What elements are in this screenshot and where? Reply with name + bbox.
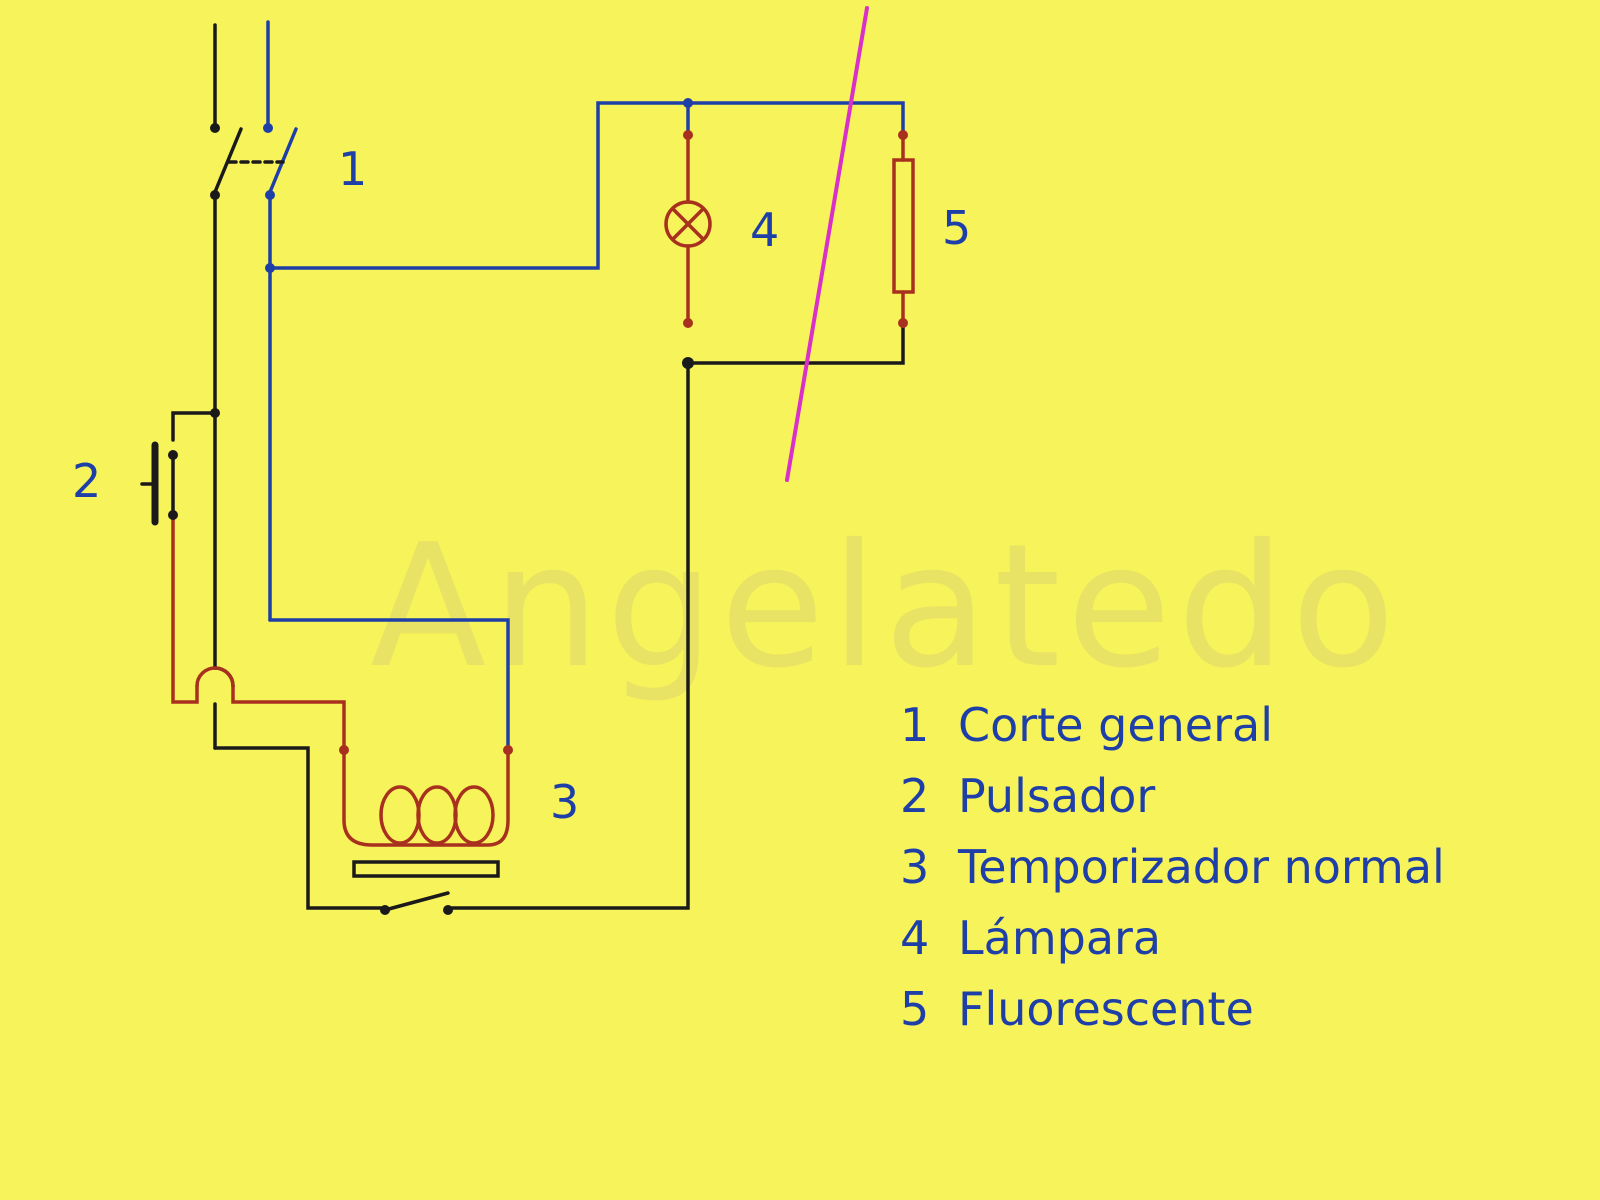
legend-number: 2	[900, 769, 930, 823]
legend-number: 1	[900, 698, 930, 752]
fluorescent-symbol	[892, 158, 915, 294]
label-timer: 3	[550, 775, 579, 829]
legend-item: 2 Pulsador	[900, 761, 1445, 832]
legend-text: Lámpara	[958, 911, 1162, 965]
timer-contact-blade	[383, 891, 450, 912]
pushbutton-symbol	[140, 441, 175, 526]
legend-number: 4	[900, 911, 930, 965]
legend-item: 5 Fluorescente	[900, 974, 1445, 1045]
strike-line	[785, 6, 869, 482]
main-switch-symbol	[213, 127, 298, 194]
label-lamp: 4	[750, 203, 779, 257]
legend-item: 3 Temporizador normal	[900, 832, 1445, 903]
legend-text: Pulsador	[958, 769, 1156, 823]
legend-text: Temporizador normal	[958, 840, 1445, 894]
legend-number: 5	[900, 982, 930, 1036]
label-main-switch: 1	[338, 142, 367, 196]
legend-text: Fluorescente	[958, 982, 1254, 1036]
legend-text: Corte general	[958, 698, 1273, 752]
legend-item: 1 Corte general	[900, 690, 1445, 761]
label-fluorescent: 5	[942, 201, 971, 255]
red-wiring	[171, 133, 905, 847]
legend: 1 Corte general 2 Pulsador 3 Temporizador n…	[900, 690, 1445, 1045]
label-pushbutton: 2	[72, 454, 101, 508]
legend-number: 3	[900, 840, 930, 894]
lamp-symbol	[664, 200, 712, 248]
junction-dots	[168, 98, 908, 915]
legend-item: 4 Lámpara	[900, 903, 1445, 974]
watermark-text: Angelatedo	[370, 508, 1401, 706]
timer-armature-bar	[352, 860, 500, 878]
